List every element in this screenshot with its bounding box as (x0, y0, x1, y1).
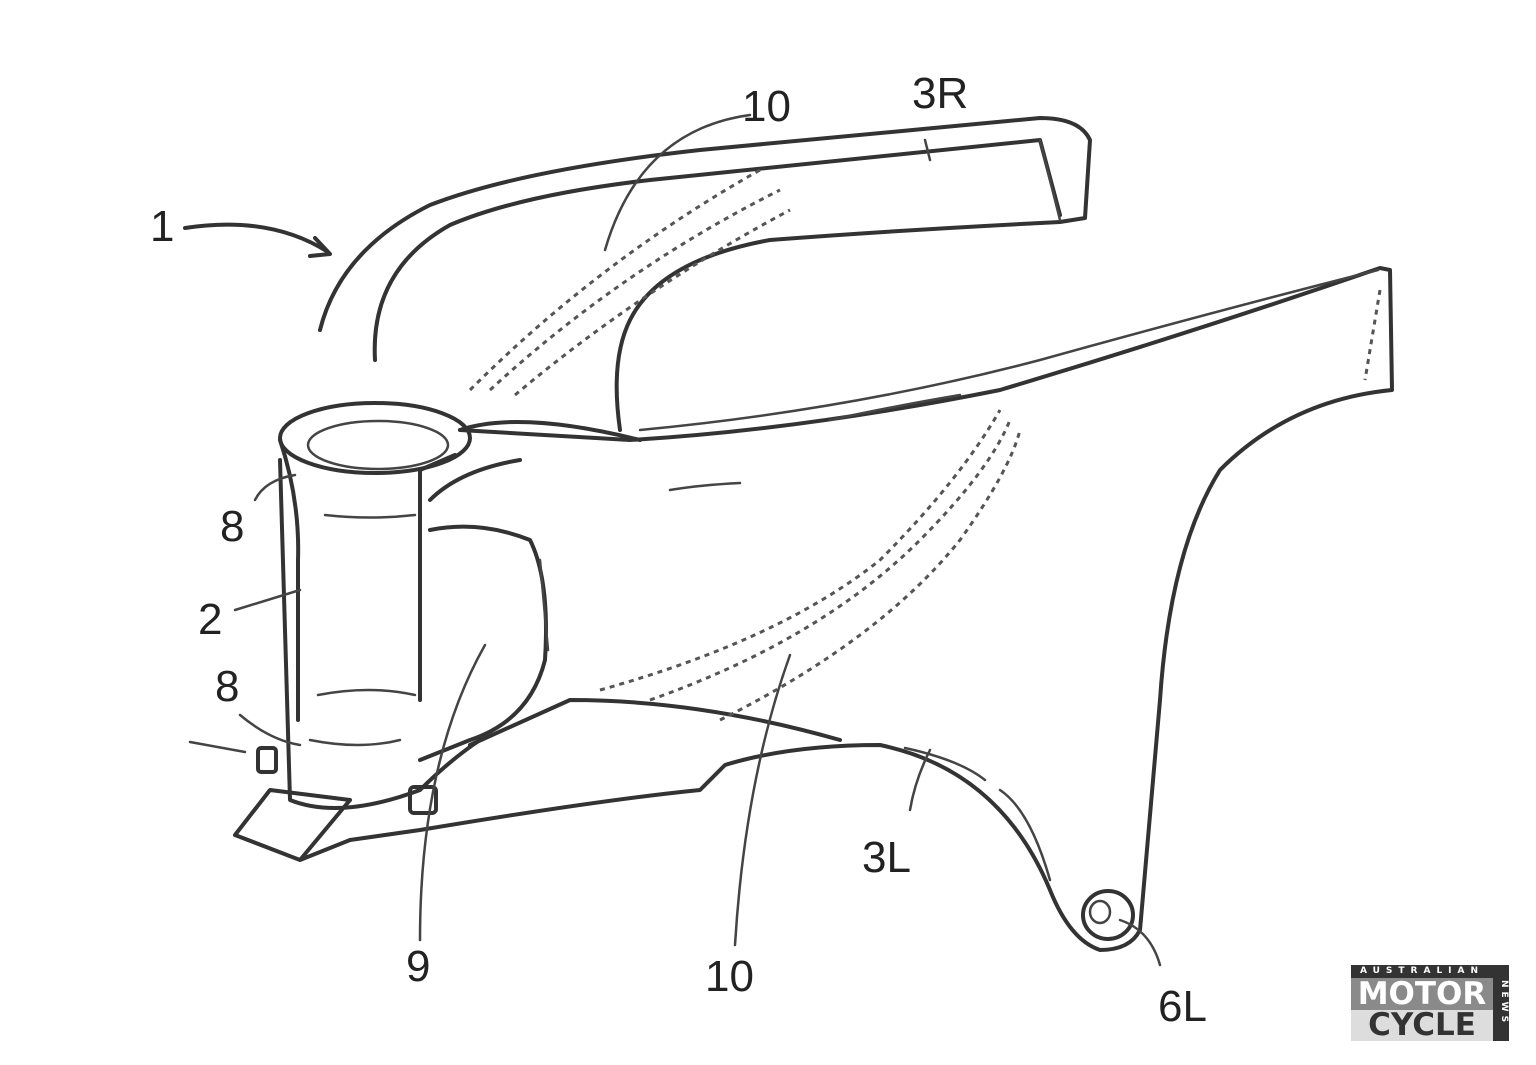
label-frame: 1 (150, 202, 175, 251)
label-top-reinforcement: 10 (742, 82, 791, 131)
watermark-logo: AUSTRALIAN MOTOR CYCLE NEWS (1351, 965, 1513, 1045)
pivot-boss (1081, 889, 1135, 941)
label-head-tube: 2 (198, 595, 223, 644)
lower-mount (233, 788, 352, 862)
logo-cycle: CYCLE (1351, 1010, 1493, 1041)
logo-motor: MOTOR (1351, 978, 1493, 1010)
right-spar (318, 116, 1092, 432)
bolt (408, 785, 438, 815)
reference-arrow (183, 222, 330, 254)
label-lower-bearing: 8 (215, 662, 240, 711)
reinforcement-bottom (599, 409, 1022, 722)
label-upper-bearing: 8 (220, 502, 245, 551)
left-spar (348, 266, 1394, 952)
head-tube (278, 438, 457, 722)
logo-top: AUSTRALIAN (1351, 965, 1493, 978)
label-right-spar: 3R (912, 69, 969, 118)
reinforcement-top (468, 168, 791, 397)
label-bracket: 9 (406, 942, 431, 991)
logo-news: NEWS (1493, 965, 1509, 1041)
label-left-spar: 3L (862, 833, 911, 882)
label-pivot: 6L (1158, 982, 1207, 1031)
bolt (256, 746, 278, 774)
label-bottom-reinforcement: 10 (705, 952, 754, 1001)
engine-bracket (418, 524, 548, 762)
